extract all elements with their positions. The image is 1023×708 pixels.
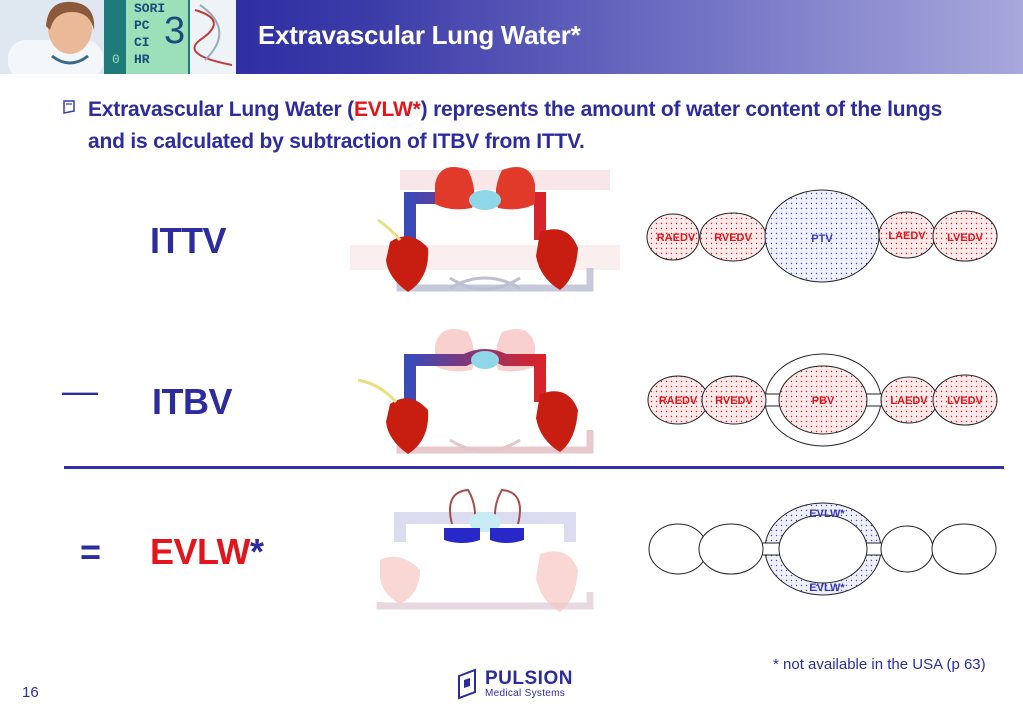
bullet-icon: [63, 100, 75, 114]
intro-part1: Extravascular Lung Water (: [88, 98, 354, 121]
oval-pbv: [778, 365, 868, 435]
monitor-text-3: CI: [134, 35, 150, 50]
evlw-bottom-label: EVLW*: [809, 582, 845, 594]
intro-part2: ) represents the amount of water content…: [88, 98, 943, 153]
monitor-digit-3: 3: [164, 10, 186, 52]
monitor-text-2: PC: [134, 18, 150, 33]
oval-empty-5: [931, 523, 997, 575]
ittv-oval-label-4: LAEDV: [888, 230, 926, 242]
evlw-label-star: *: [250, 531, 264, 572]
itbv-volume-diagram: RAEDV RVEDV PBV LAEDV LVEDV: [647, 353, 998, 447]
oval-empty-center: [778, 514, 868, 584]
evlw-volume-diagram: EVLW* EVLW*: [648, 502, 997, 596]
oval-empty-2: [698, 523, 764, 575]
monitor-digit-0: 0: [112, 52, 120, 67]
ittv-oval-label-5: LVEDV: [947, 232, 984, 244]
logo-subtitle: Medical Systems: [485, 688, 566, 699]
ittv-label: ITTV: [150, 220, 227, 261]
monitor-text-1: SORI: [134, 1, 166, 16]
ittv-volume-diagram: RAEDV RVEDV PTV LAEDV LVEDV: [646, 189, 998, 283]
pulsion-logo: PULSION Medical Systems: [455, 666, 585, 702]
footnote: * not available in the USA (p 63): [773, 656, 986, 673]
itbv-circulation-illustration: [357, 329, 594, 454]
intro-abbrev: EVLW: [353, 98, 413, 121]
ittv-circulation-illustration: [350, 167, 620, 292]
itbv-oval-label-4: LAEDV: [890, 395, 928, 407]
itbv-oval-label-5: LVEDV: [947, 395, 984, 407]
monitor-text-4: HR: [134, 52, 150, 67]
evlw-label: EVLW*: [150, 531, 264, 573]
evlw-label-text: EVLW: [150, 531, 251, 572]
pulsion-logo-icon: [458, 668, 476, 700]
oval-lvedv: [932, 210, 998, 262]
minus-operator: —: [62, 370, 98, 411]
page-number: 16: [22, 684, 39, 701]
equals-operator: =: [80, 531, 101, 572]
header-bar: SORI PC CI HR 3 0 Extravascular Lung Wat…: [0, 0, 1023, 74]
oval-raedv: [646, 213, 700, 261]
header-photo: SORI PC CI HR 3 0: [0, 0, 236, 74]
oval-rvedv: [701, 375, 767, 425]
oval-empty-4: [880, 525, 934, 573]
evlw-lung-illustration: [376, 488, 594, 612]
oval-empty-1: [648, 523, 708, 575]
oval-lvedv: [932, 374, 998, 426]
itbv-oval-label-2: RVEDV: [715, 395, 753, 407]
ittv-oval-label-1: RAEDV: [657, 232, 696, 244]
itbv-oval-label-1: RAEDV: [659, 395, 698, 407]
itbv-label: ITBV: [152, 381, 233, 422]
evlw-top-label: EVLW*: [809, 508, 845, 520]
ittv-oval-label-3: PTV: [811, 233, 833, 245]
header-illustration: [0, 0, 236, 74]
equation-divider: [64, 466, 1004, 469]
intro-star: *: [412, 98, 421, 121]
intro-text: Extravascular Lung Water (EVLW*) represe…: [88, 94, 948, 158]
ittv-oval-label-2: RVEDV: [714, 232, 752, 244]
itbv-oval-label-3: PBV: [812, 395, 835, 407]
page-title: Extravascular Lung Water*: [258, 20, 581, 50]
logo-name: PULSION: [485, 668, 573, 689]
